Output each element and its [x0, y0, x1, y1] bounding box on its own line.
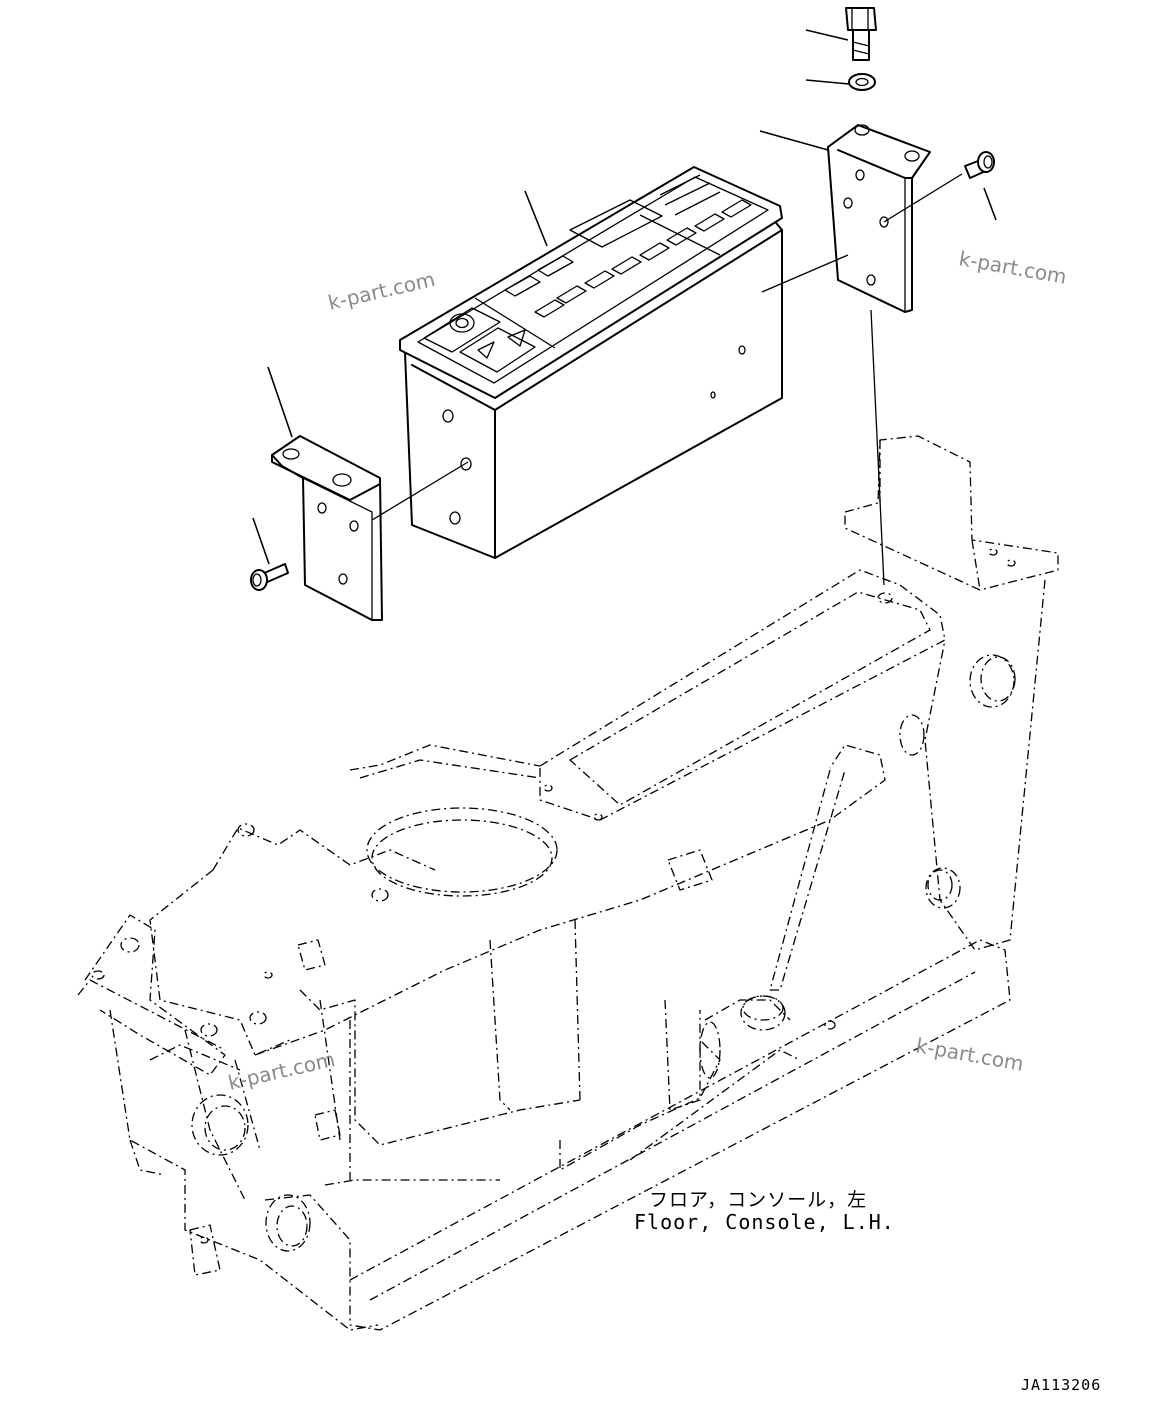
watermark: k-part.com	[226, 1047, 337, 1095]
watermark: k-part.com	[326, 267, 437, 315]
alignment-lines	[371, 173, 963, 586]
washer	[848, 73, 876, 91]
caption-japanese: フロア，コンソール，左	[649, 1189, 868, 1211]
left-screw	[250, 563, 289, 591]
caption-english: Floor, Console, L.H.	[634, 1210, 895, 1234]
watermark: k-part.com	[914, 1033, 1025, 1076]
watermark: k-part.com	[957, 246, 1068, 289]
left-bracket	[271, 435, 383, 621]
monitor-unit	[399, 166, 783, 559]
bolt	[845, 7, 877, 61]
floor-console-frame	[77, 435, 1059, 1331]
leader-lines	[252, 29, 997, 565]
right-bracket	[827, 124, 931, 313]
drawing-number: JA113206	[1021, 1376, 1102, 1394]
right-screw	[964, 151, 995, 179]
